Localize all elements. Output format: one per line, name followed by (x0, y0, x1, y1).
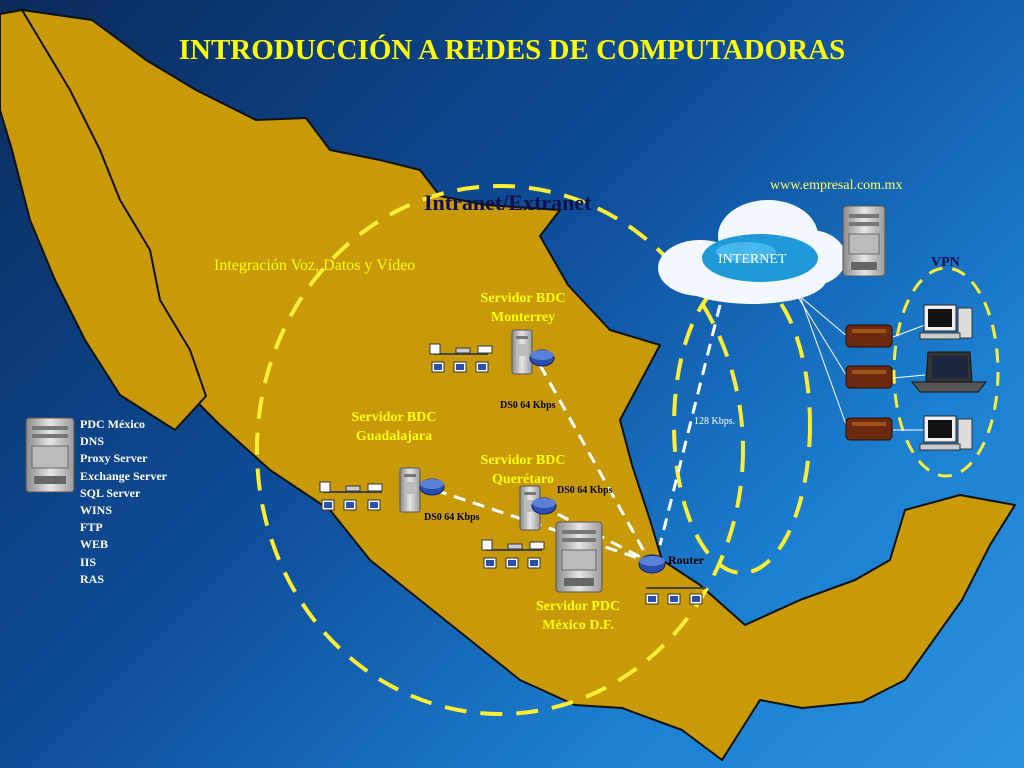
server-label-queretaro: Servidor BDC Querétaro (466, 451, 580, 489)
router-icon (531, 497, 557, 515)
modem-icon (845, 324, 893, 441)
router-icon (638, 554, 666, 574)
lan-icon (429, 343, 493, 373)
internet-boundary (672, 275, 812, 575)
pdc-services-list: PDC México DNS Proxy Server Exchange Ser… (80, 416, 167, 588)
vpn-boundary (892, 266, 1000, 478)
server-tower-icon (25, 417, 75, 493)
modem-to-pc-links (892, 324, 926, 431)
desktop-computer-icon (919, 304, 973, 340)
link-label-guadalajara: DS0 64 Kbps (424, 512, 480, 523)
intranet-boundary (255, 184, 745, 716)
server-tower-icon (555, 521, 603, 593)
integration-label: Integración Voz, Datos y Vídeo (214, 257, 416, 274)
server-tower-icon (399, 467, 421, 513)
vpn-links (789, 287, 849, 431)
list-item: WINS (80, 503, 113, 518)
server-tower-icon (511, 329, 533, 375)
server-label-mexico-df: Servidor PDC México D.F. (520, 597, 636, 635)
intranet-label: Intranet/Extranet (424, 190, 592, 215)
link-internet (658, 304, 722, 546)
list-item: PDC México (80, 417, 145, 431)
internet-bandwidth-label: 128 Kbps. (694, 416, 736, 427)
server-tower-icon (842, 205, 886, 277)
server-label-line: Servidor BDC (480, 291, 566, 306)
server-label-line: Servidor PDC (535, 599, 621, 614)
website-label: www.empresal.com.mx (770, 178, 903, 193)
mexico-map (21, 9, 1016, 761)
server-label-line: Servidor BDC (480, 453, 566, 468)
server-label-line: Monterrey (490, 310, 556, 325)
server-label-line: Guadalajara (355, 429, 433, 444)
vpn-label: VPN (931, 255, 960, 270)
internet-label: INTERNET (718, 252, 787, 267)
router-icon (529, 349, 555, 367)
list-item: FTP (80, 520, 103, 535)
server-label-line: México D.F. (542, 618, 614, 633)
lan-icon (319, 481, 383, 511)
server-label-monterrey: Servidor BDC Monterrey (466, 289, 580, 327)
lan-icon (645, 587, 706, 605)
list-item: DNS (80, 434, 105, 449)
list-item: WEB (80, 537, 109, 552)
list-item: Proxy Server (80, 451, 148, 466)
link-monterrey (538, 364, 652, 563)
server-label-line: Querétaro (492, 472, 554, 487)
list-item: SQL Server (80, 485, 141, 500)
server-label-line: Servidor BDC (351, 410, 437, 425)
baja-california-map (0, 9, 207, 431)
router-icon (419, 478, 445, 496)
lan-icon (481, 539, 545, 569)
desktop-computer-icon (919, 415, 973, 451)
link-label-queretaro: DS0 64 Kbps (557, 485, 613, 496)
list-item: IIS (80, 554, 97, 569)
page-title: INTRODUCCIÓN A REDES DE COMPUTADORAS (178, 34, 846, 66)
router-label: Router (668, 553, 704, 567)
link-label-monterrey: DS0 64 Kbps (500, 400, 556, 411)
cloud-icon (658, 200, 846, 304)
link-guadalajara (434, 488, 651, 564)
laptop-icon (910, 351, 988, 393)
list-item: Exchange Server (80, 468, 167, 483)
list-item: RAS (80, 571, 105, 586)
server-label-guadalajara: Servidor BDC Guadalajara (336, 408, 452, 446)
